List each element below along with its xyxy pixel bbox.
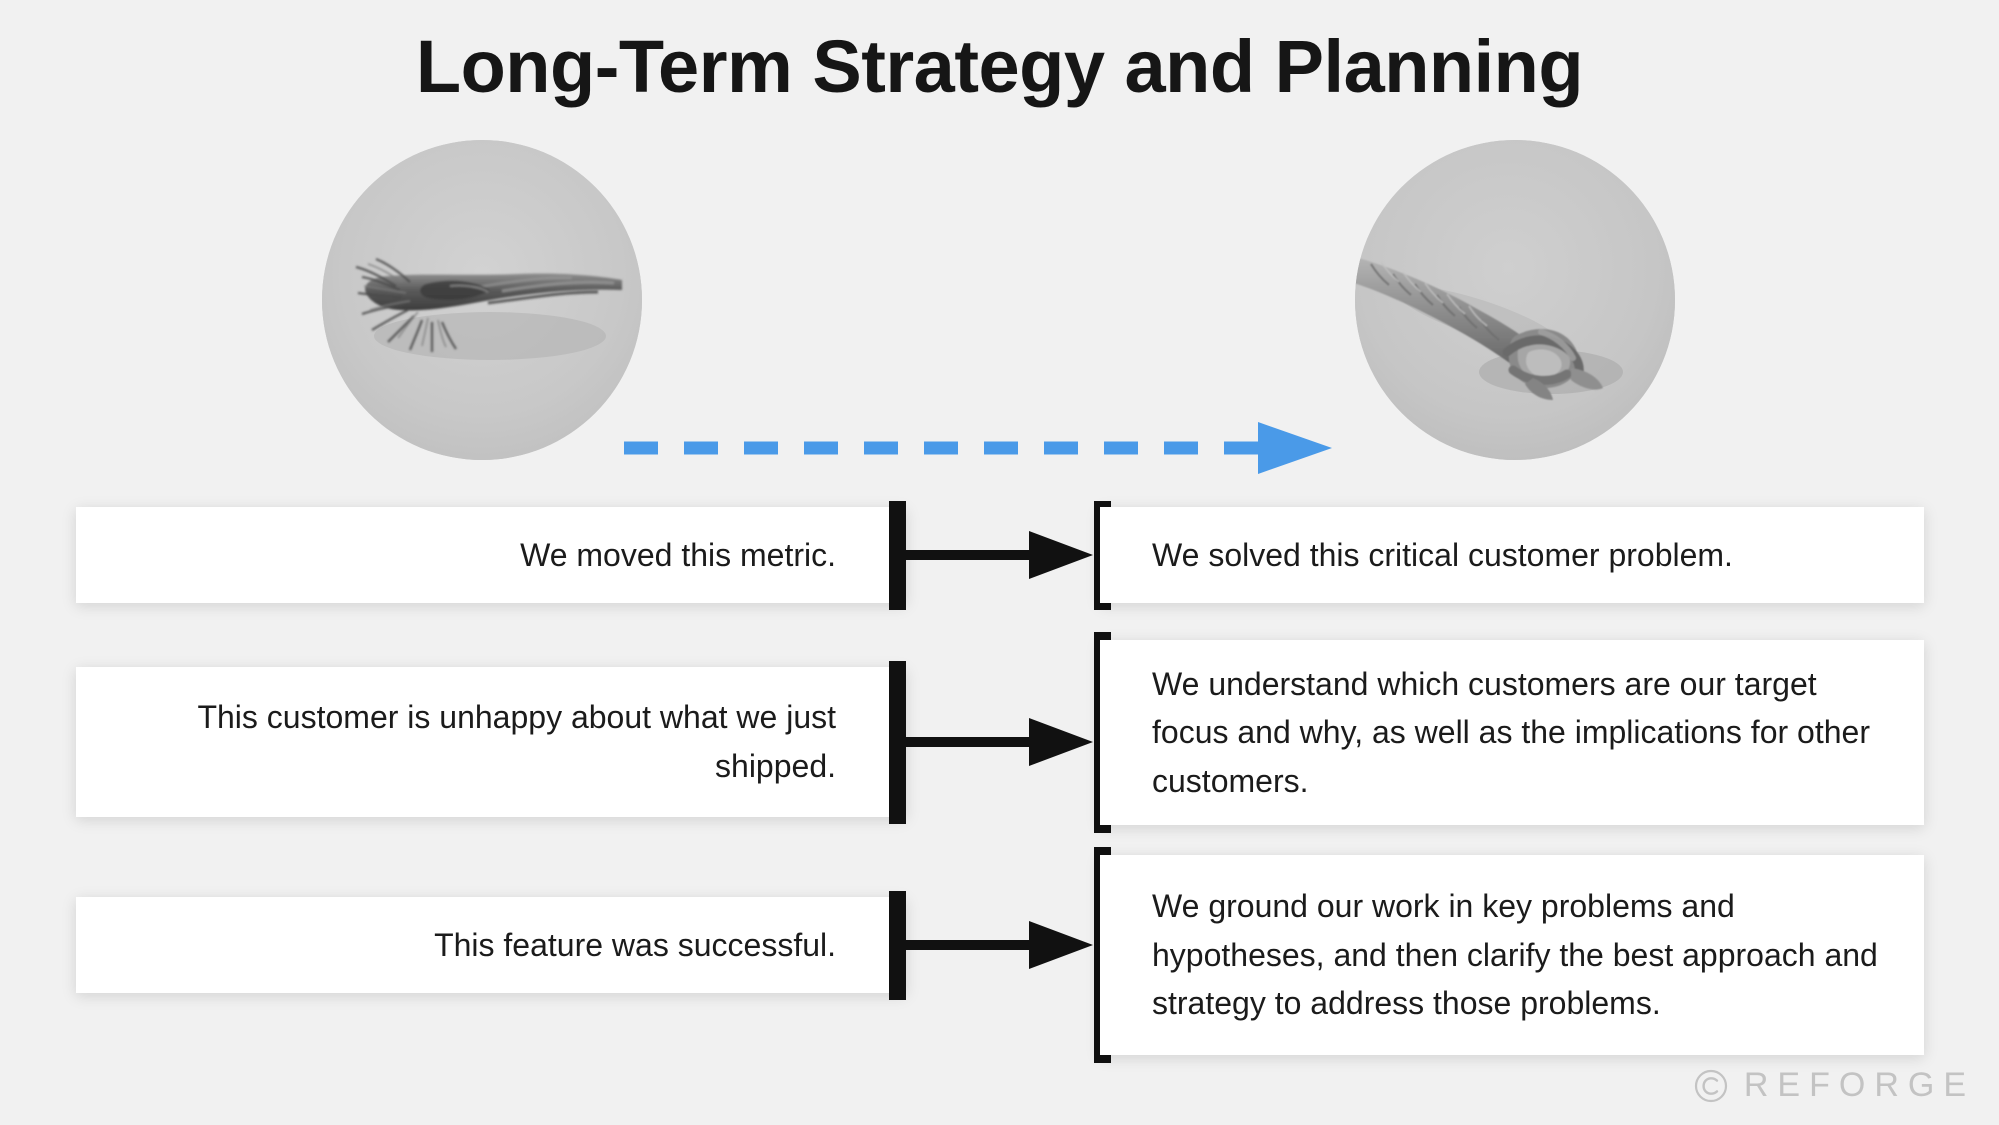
after-card-text: We solved this critical customer problem…	[1152, 536, 1733, 573]
frayed-rope-photo	[322, 140, 642, 460]
knotted-rope-photo	[1355, 140, 1675, 460]
before-card-text: This feature was successful.	[434, 926, 836, 963]
after-card-text: We understand which customers are our ta…	[1152, 665, 1870, 799]
copyright-icon	[1694, 1069, 1727, 1102]
frayed-rope-graphic	[322, 140, 642, 460]
before-card-edge-bar	[889, 891, 906, 1000]
row-arrow-icon	[903, 718, 1093, 766]
comparison-row: This customer is unhappy about what we j…	[0, 632, 1999, 833]
blue-dashed-arrow	[624, 422, 1332, 474]
watermark: REFORGE	[1694, 1066, 1975, 1105]
before-card-text: We moved this metric.	[520, 536, 836, 573]
after-card[interactable]: We solved this critical customer problem…	[1100, 507, 1924, 603]
before-card[interactable]: This feature was successful.	[76, 897, 906, 993]
before-card[interactable]: We moved this metric.	[76, 507, 906, 603]
after-card[interactable]: We understand which customers are our ta…	[1100, 640, 1924, 825]
after-card[interactable]: We ground our work in key problems and h…	[1100, 855, 1924, 1055]
watermark-label: REFORGE	[1743, 1066, 1975, 1104]
row-arrow-icon	[903, 921, 1093, 969]
comparison-row: This feature was successful. We ground o…	[0, 847, 1999, 1063]
hero-illustration	[0, 140, 1999, 474]
row-arrow-icon	[903, 531, 1093, 579]
before-card[interactable]: This customer is unhappy about what we j…	[76, 667, 906, 817]
comparison-row: We moved this metric. We solved this cri…	[0, 490, 1999, 610]
knotted-rope-graphic	[1355, 140, 1675, 460]
before-card-edge-bar	[889, 501, 906, 610]
before-card-edge-bar	[889, 661, 906, 824]
after-card-text: We ground our work in key problems and h…	[1152, 888, 1878, 1022]
page-title: Long-Term Strategy and Planning	[415, 25, 1584, 108]
before-card-text: This customer is unhappy about what we j…	[197, 699, 836, 784]
